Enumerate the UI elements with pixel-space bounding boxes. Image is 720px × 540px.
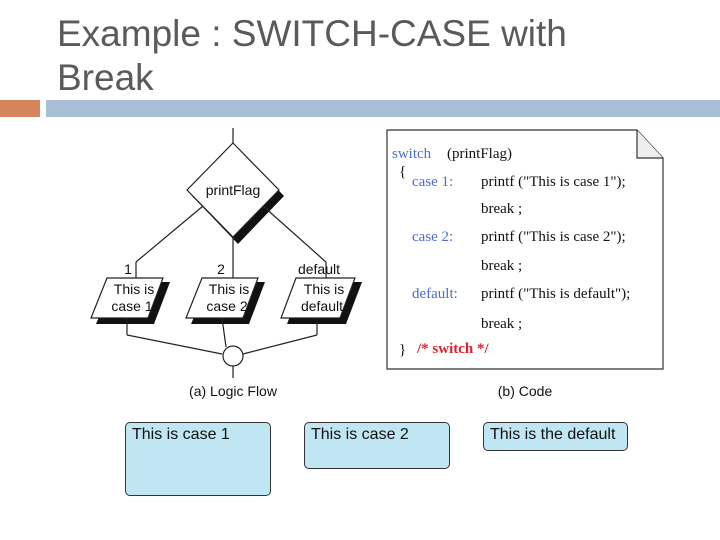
code-switch-keyword: switch (392, 146, 432, 162)
output-text-default: This is the default (490, 426, 616, 443)
output-text-case-2: This is case 2 (311, 426, 409, 443)
condition-label: printFlag (206, 182, 260, 198)
action-box-2 (185, 277, 259, 319)
branch-label-1: 1 (124, 261, 132, 277)
merge-line-1 (126, 334, 223, 355)
code-page-fold (636, 130, 663, 159)
output-box-default: This is the default (483, 422, 628, 451)
code-case1-label: case 1: (412, 174, 453, 190)
branch-label-default: default (298, 261, 340, 277)
accent-bar-blue (46, 100, 720, 117)
branch-line-3 (262, 205, 327, 263)
code-end-comment: /* switch */ (416, 341, 490, 357)
action-box-1 (90, 277, 164, 319)
branch-label-2: 2 (217, 261, 225, 277)
slide-title-line-2: Break (57, 57, 154, 98)
code-case2-label: case 2: (412, 229, 453, 245)
output-box-case-1: This is case 1 (125, 422, 271, 496)
code-break-2: break ; (481, 258, 522, 274)
action-2-line-2: case 2 (206, 298, 247, 314)
action-3-line-1: This is (304, 281, 344, 297)
code-close-brace: } (399, 342, 406, 358)
action-1-line-1: This is (114, 281, 154, 297)
logic-flow-text: printFlag 1 2 default This is case 1 Thi… (111, 182, 344, 399)
code-caption: (b) Code (498, 383, 553, 399)
output-box-case-2: This is case 2 (304, 422, 450, 469)
merge-connector (222, 345, 244, 367)
slide-title: Example : SWITCH-CASE with Break (57, 12, 567, 100)
merge-line-3 (242, 334, 318, 355)
accent-bar-orange (0, 100, 40, 117)
code-default-label: default: (412, 286, 458, 302)
code-page (386, 129, 664, 370)
logic-flow (90, 128, 362, 378)
code-panel (386, 129, 664, 370)
code-case1-statement: printf ("This is case 1"); (481, 174, 626, 190)
logic-flow-caption: (a) Logic Flow (189, 383, 278, 399)
code-case2-statement: printf ("This is case 2"); (481, 229, 626, 245)
merge-drop-2 (221, 317, 227, 348)
code-text: switch (printFlag) { case 1: printf ("Th… (392, 146, 630, 358)
code-switch-expression: (printFlag) (447, 146, 512, 162)
code-break-3: break ; (481, 316, 522, 332)
code-break-1: break ; (481, 201, 522, 217)
code-default-statement: printf ("This is default"); (481, 286, 630, 302)
action-box-3 (280, 277, 356, 319)
slide-title-line-1: Example : SWITCH-CASE with (57, 13, 567, 54)
output-text-case-1: This is case 1 (132, 426, 230, 443)
action-3-line-2: default (301, 298, 343, 314)
action-2-line-1: This is (209, 281, 249, 297)
action-1-line-2: case 1 (111, 298, 152, 314)
code-open-brace: { (399, 164, 406, 180)
branch-line-1 (135, 205, 204, 263)
